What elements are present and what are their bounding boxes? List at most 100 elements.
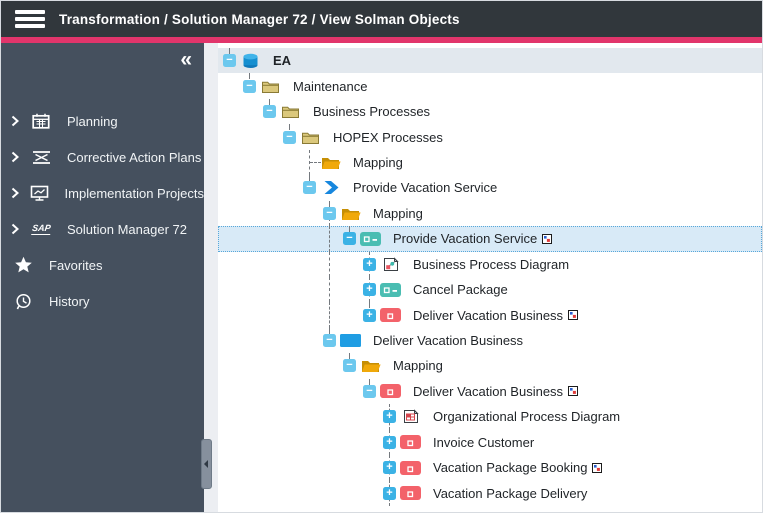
tree-row[interactable]: + Organizational Process Diagram [218, 404, 762, 430]
tree-guide-line [309, 175, 310, 182]
tree-node-label[interactable]: Mapping [373, 205, 423, 221]
sidebar-item-label: Solution Manager 72 [67, 221, 187, 237]
implementation-projects-icon [28, 185, 50, 201]
tree-guide-line [249, 73, 250, 80]
tree-guide-line [289, 124, 290, 131]
tree-row[interactable]: − Deliver Vacation Business [218, 327, 762, 353]
tree-row[interactable]: + Vacation Package Booking [218, 455, 762, 481]
collapse-node-box[interactable]: − [283, 130, 296, 144]
tree-guide-line [309, 149, 310, 176]
bp-diagram-icon [380, 257, 401, 272]
chevron-right-icon [11, 151, 25, 163]
tree-row[interactable]: − EA [218, 48, 762, 74]
folder-open-icon [360, 358, 381, 373]
collapse-node-box[interactable]: − [343, 359, 356, 373]
tree-guide-line [369, 378, 370, 385]
collapse-node-box[interactable]: − [343, 232, 356, 246]
folder-open-icon [340, 206, 361, 221]
tree-row[interactable]: + Cancel Package [218, 276, 762, 303]
tree-node-label[interactable]: Business Process Diagram [413, 256, 570, 272]
tree-row[interactable]: + Deliver Vacation Business [218, 302, 762, 328]
process-red-icon [400, 460, 421, 475]
tree-row[interactable]: + Vacation Package Delivery [218, 480, 762, 506]
tree-node-label[interactable]: Provide Vacation Service [393, 231, 538, 247]
sidebar-item-label: History [49, 293, 90, 309]
tree-node-label[interactable]: Invoice Customer [433, 434, 535, 450]
top-header: Transformation / Solution Manager 72 / V… [1, 1, 762, 37]
history-icon [11, 293, 35, 310]
tree-row[interactable]: − Mapping [218, 200, 762, 227]
process-teal-icon [380, 282, 401, 297]
accent-bar [1, 37, 762, 43]
collapse-node-box[interactable]: − [323, 334, 336, 348]
panel-resize-handle[interactable] [201, 439, 212, 489]
sidebar-collapse-icon[interactable]: « [180, 48, 192, 71]
org-diagram-icon [400, 409, 421, 424]
rect-blue-icon [340, 334, 361, 348]
tree-row[interactable]: − Business Processes [218, 98, 762, 124]
tree-node-label[interactable]: Vacation Package Booking [433, 460, 588, 476]
tree-node-label[interactable]: HOPEX Processes [333, 129, 443, 145]
tree-node-label[interactable]: Mapping [393, 358, 443, 374]
sidebar-item-history[interactable]: History [1, 283, 204, 319]
sidebar-item-corrective-action-plans[interactable]: Corrective Action Plans [1, 139, 204, 175]
panel-gutter [204, 43, 218, 512]
process-red-icon [380, 308, 401, 323]
link-badge-icon [592, 462, 603, 473]
sidebar-item-planning[interactable]: Planning [1, 103, 204, 139]
collapse-node-box[interactable]: − [223, 54, 236, 68]
tree-guide-line [329, 327, 330, 334]
collapse-node-box[interactable]: − [363, 384, 376, 398]
collapse-node-box[interactable]: − [263, 105, 276, 119]
sidebar-item-label: Favorites [49, 257, 103, 273]
tree-guide-line [329, 200, 330, 207]
expand-node-box[interactable]: + [383, 435, 396, 449]
tree-guide-line [349, 353, 350, 360]
expand-node-box[interactable]: + [383, 486, 396, 500]
tree-node-label[interactable]: Organizational Process Diagram [433, 409, 621, 425]
tree-node-label[interactable]: Deliver Vacation Business [413, 307, 564, 323]
tree-node-label[interactable]: Cancel Package [413, 282, 508, 298]
tree-node-label[interactable]: Deliver Vacation Business [413, 383, 564, 399]
menu-icon[interactable] [15, 10, 45, 28]
corrective-actions-icon [29, 150, 53, 165]
expand-node-box[interactable]: + [363, 257, 376, 271]
tree-row[interactable]: − HOPEX Processes [218, 124, 762, 149]
collapse-node-box[interactable]: − [303, 181, 316, 195]
tree-node-label[interactable]: Deliver Vacation Business [373, 333, 524, 349]
tree-guide-line [329, 276, 330, 303]
process-red-icon [380, 384, 401, 399]
tree-node-label[interactable]: EA [273, 53, 292, 69]
tree-row[interactable]: − Mapping [218, 353, 762, 378]
tree-row[interactable]: − Provide Vacation Service [218, 226, 762, 252]
tree-row[interactable]: − Maintenance [218, 73, 762, 98]
tree-row[interactable]: − Deliver Vacation Business [218, 378, 762, 404]
expand-node-box[interactable]: + [383, 461, 396, 475]
chevron-node-icon [320, 180, 341, 195]
tree-node-label[interactable]: Mapping [353, 154, 403, 170]
process-teal-icon [360, 231, 381, 246]
collapse-node-box[interactable]: − [243, 79, 256, 93]
tree-node-label[interactable]: Provide Vacation Service [353, 180, 498, 196]
chevron-right-icon [11, 223, 25, 235]
tree-row[interactable]: − Provide Vacation Service [218, 175, 762, 200]
tree-node-label[interactable]: Business Processes [313, 104, 431, 120]
expand-node-box[interactable]: + [363, 308, 376, 322]
tree-row[interactable]: + Business Process Diagram [218, 251, 762, 277]
chevron-right-icon [11, 187, 24, 199]
collapse-node-box[interactable]: − [323, 206, 336, 220]
tree-guide-line [329, 251, 330, 277]
tree-row[interactable]: + Invoice Customer [218, 429, 762, 455]
tree-row[interactable]: Mapping [218, 149, 762, 176]
sidebar-item-implementation-projects[interactable]: Implementation Projects [1, 175, 204, 211]
expand-node-box[interactable]: + [383, 410, 396, 424]
tree-node-label[interactable]: Maintenance [293, 78, 368, 94]
expand-node-box[interactable]: + [363, 283, 376, 297]
folder-closed-icon [300, 130, 321, 145]
tree-node-label[interactable]: Vacation Package Delivery [433, 485, 588, 501]
folder-closed-icon [280, 104, 301, 119]
sidebar-item-favorites[interactable]: Favorites [1, 247, 204, 283]
database-icon [240, 53, 261, 69]
